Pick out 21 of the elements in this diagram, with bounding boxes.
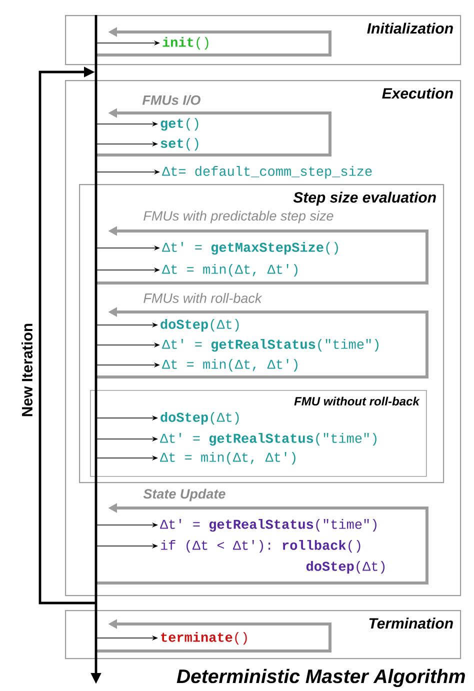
code-statement: Δt' = getMaxStepSize() [162,242,338,255]
code-statement: Δt = min(Δt, Δt') [162,359,298,372]
code-statement: if (Δt < Δt'): rollback() doStep(Δt) [160,540,385,574]
loop-label: FMUs I/O [142,94,200,106]
code-statement: Δt' = getRealStatus("time") [162,339,378,352]
code-statement: Δt' = getRealStatus("time") [160,433,376,446]
loop-label: FMUs with predictable step size [144,210,334,224]
code-statement: init() [162,37,208,50]
code-statement: Δt = min(Δt, Δt') [162,264,298,277]
code-statement: Δt= default_comm_step_size [162,166,372,179]
loop-label: FMUs with roll-back [144,293,262,303]
code-statement: terminate() [161,632,247,645]
code-statement: set() [160,138,198,151]
loop-label: State Update [143,488,226,502]
code-statement: doStep(Δt) [160,319,239,332]
iteration-label: New Iteration [22,324,32,416]
code-statement: get() [160,118,198,131]
code-statement: Δt' = getRealStatus("time") [160,519,376,532]
code-statement: doStep(Δt) [160,412,239,425]
title: Deterministic Master Algorithm [176,668,465,688]
code-statement: Δt = min(Δt, Δt') [160,452,296,465]
